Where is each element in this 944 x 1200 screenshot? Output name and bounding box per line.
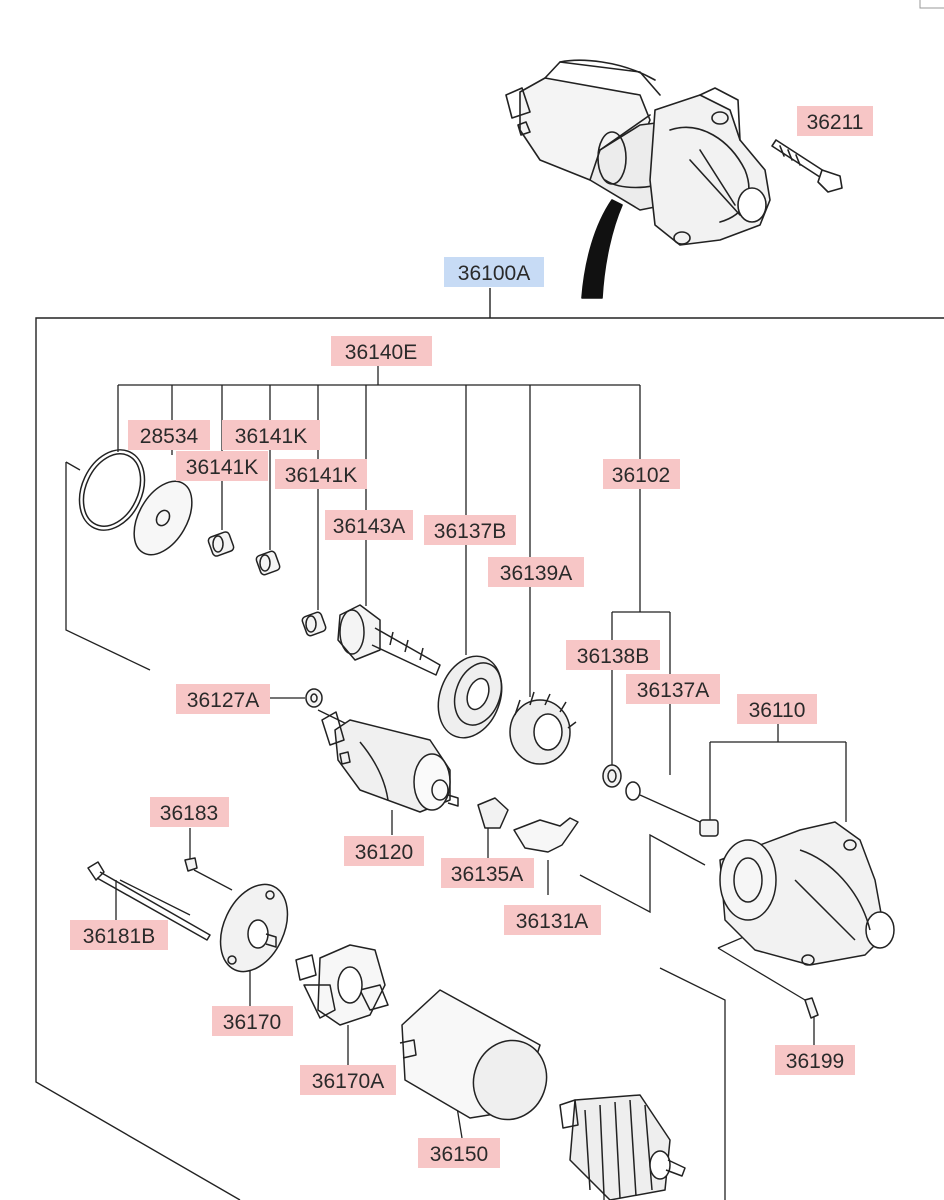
callout-36139A[interactable]: 36139A xyxy=(488,557,584,587)
callout-36102[interactable]: 36102 xyxy=(603,459,680,489)
callout-36135A[interactable]: 36135A xyxy=(441,858,534,888)
callout-36181B[interactable]: 36181B xyxy=(70,920,168,950)
callout-36127A[interactable]: 36127A xyxy=(176,684,270,714)
svg-text:28534: 28534 xyxy=(140,425,199,448)
stop-ring-part xyxy=(602,764,622,788)
svg-text:36170: 36170 xyxy=(223,1011,281,1034)
planet-gear-part xyxy=(255,550,281,576)
svg-text:36120: 36120 xyxy=(355,841,413,864)
callout-36170[interactable]: 36170 xyxy=(212,1006,293,1036)
callout-36211[interactable]: 36211 xyxy=(797,106,873,136)
callout-36183[interactable]: 36183 xyxy=(150,797,229,827)
callout-36170A[interactable]: 36170A xyxy=(300,1065,396,1095)
svg-text:36143A: 36143A xyxy=(333,515,405,538)
svg-text:36137A: 36137A xyxy=(637,679,709,702)
armature-part xyxy=(559,1094,686,1200)
planet-gear-part xyxy=(301,611,327,637)
solenoid-part xyxy=(321,711,459,813)
svg-text:36135A: 36135A xyxy=(451,863,523,886)
screw-part xyxy=(804,997,819,1019)
callout-36120[interactable]: 36120 xyxy=(344,836,424,866)
svg-text:36102: 36102 xyxy=(612,464,670,487)
planet-shaft-part xyxy=(337,604,441,676)
starter-assembly-drawing xyxy=(505,59,843,299)
through-bolt-part xyxy=(87,861,211,941)
callout-36110[interactable]: 36110 xyxy=(737,694,817,724)
svg-text:36211: 36211 xyxy=(807,111,864,134)
o-ring-part xyxy=(78,449,146,531)
plate-washer-part xyxy=(133,480,193,556)
assembly-boundary xyxy=(35,288,944,1200)
svg-text:36138B: 36138B xyxy=(577,645,649,668)
callout-36143A[interactable]: 36143A xyxy=(325,510,413,540)
svg-text:36140E: 36140E xyxy=(345,341,417,364)
svg-text:36199: 36199 xyxy=(786,1050,844,1073)
planet-gear-part xyxy=(207,531,235,557)
svg-text:36141K: 36141K xyxy=(285,464,357,487)
callout-36131A[interactable]: 36131A xyxy=(504,905,601,935)
svg-text:36141K: 36141K xyxy=(186,456,258,479)
snap-ring-part xyxy=(625,781,641,801)
internal-gear-part xyxy=(437,655,503,739)
svg-text:36181B: 36181B xyxy=(83,925,155,948)
svg-text:36100A: 36100A xyxy=(458,262,530,285)
svg-text:36150: 36150 xyxy=(430,1143,488,1166)
svg-text:36141K: 36141K xyxy=(235,425,307,448)
callout-36137B[interactable]: 36137B xyxy=(424,515,516,545)
callout-36199[interactable]: 36199 xyxy=(775,1045,855,1075)
callout-28534[interactable]: 28534 xyxy=(128,420,210,450)
svg-text:36110: 36110 xyxy=(749,699,806,722)
svg-text:36131A: 36131A xyxy=(516,910,588,933)
pinion-gear-part xyxy=(509,691,577,765)
lever-part xyxy=(477,797,509,829)
svg-text:36170A: 36170A xyxy=(312,1070,384,1093)
yoke-part xyxy=(399,989,548,1121)
svg-text:36127A: 36127A xyxy=(187,689,259,712)
callout-36141K-b[interactable]: 36141K xyxy=(176,451,268,481)
front-bracket-part xyxy=(699,819,895,966)
svg-text:36139A: 36139A xyxy=(500,562,572,585)
rear-bracket-part xyxy=(219,883,289,973)
callout-36140E[interactable]: 36140E xyxy=(331,336,432,366)
svg-text:36137B: 36137B xyxy=(434,520,506,543)
corner-mark xyxy=(919,0,944,9)
callout-36138B[interactable]: 36138B xyxy=(566,640,660,670)
nut-part xyxy=(305,688,323,708)
callout-36100A[interactable]: 36100A xyxy=(444,257,544,287)
svg-text:36183: 36183 xyxy=(160,802,218,825)
callouts: 36211 36100A 36140E 28534 36141K 36141K … xyxy=(70,106,873,1168)
callout-36137A[interactable]: 36137A xyxy=(626,674,720,704)
lever-bracket-part xyxy=(513,817,579,853)
brush-holder-part xyxy=(295,944,389,1026)
exploded-parts xyxy=(78,449,895,1200)
callout-36141K-a[interactable]: 36141K xyxy=(222,420,320,450)
callout-36150[interactable]: 36150 xyxy=(418,1138,500,1168)
callout-36141K-c[interactable]: 36141K xyxy=(275,459,367,489)
screw-part xyxy=(184,857,198,872)
